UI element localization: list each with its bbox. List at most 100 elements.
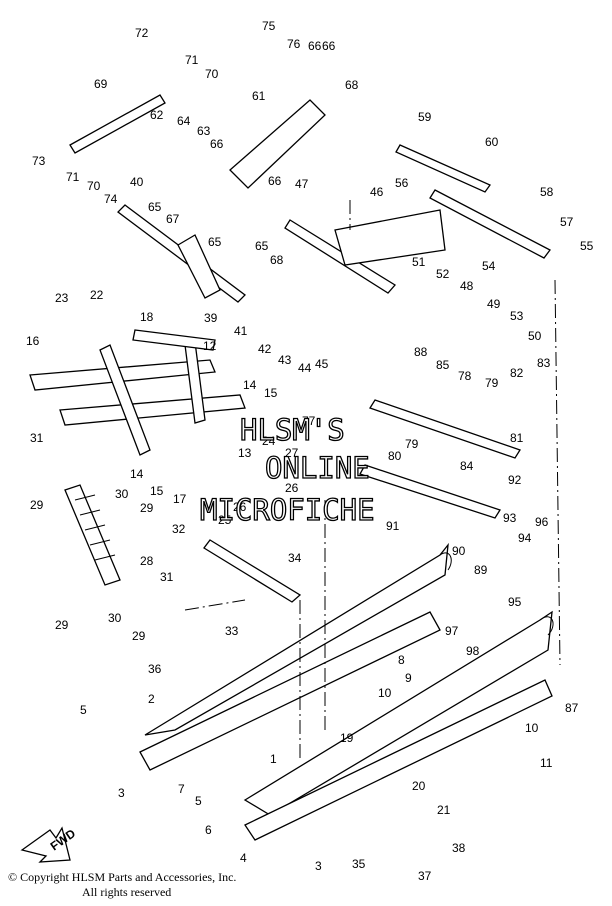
callout-number: 79 [485, 376, 499, 390]
callout-number: 58 [540, 185, 554, 199]
callout-number: 8 [398, 653, 405, 667]
callout-number: 82 [510, 366, 524, 380]
callout-number: 5 [195, 794, 202, 808]
callout-number: 68 [270, 253, 284, 267]
callout-number: 53 [510, 309, 524, 323]
callout-number: 72 [135, 26, 149, 40]
fwd-arrow [20, 826, 71, 863]
callout-number: 31 [160, 570, 174, 584]
callout-number: 60 [485, 135, 499, 149]
callout-number: 29 [140, 501, 154, 515]
callout-number: 39 [204, 311, 218, 325]
callout-number: 14 [243, 378, 257, 392]
callout-number: 17 [173, 492, 187, 506]
callout-number: 79 [405, 437, 419, 451]
callout-number: 28 [140, 554, 154, 568]
callout-number: 38 [452, 841, 466, 855]
callout-numbers: 1233455678910101112131414151516171819202… [26, 19, 594, 883]
callout-number: 63 [197, 124, 211, 138]
callout-number: 65 [148, 200, 162, 214]
leader-lines [184, 200, 561, 760]
callout-number: 33 [225, 624, 239, 638]
shafts [69, 94, 521, 603]
callout-number: 92 [508, 473, 522, 487]
callout-number: 66 [322, 39, 336, 53]
callout-number: 71 [185, 53, 199, 67]
callout-number: 68 [345, 78, 359, 92]
callout-number: 21 [437, 803, 451, 817]
front-arm [117, 144, 551, 303]
callout-number: 34 [288, 551, 302, 565]
callout-number: 43 [278, 353, 292, 367]
callout-number: 91 [386, 519, 400, 533]
callout-number: 30 [115, 487, 129, 501]
callout-number: 15 [264, 386, 278, 400]
callout-number: 15 [150, 484, 164, 498]
callout-number: 66 [268, 174, 282, 188]
watermark-line-1: HLSM'S [240, 413, 345, 447]
callout-number: 11 [540, 756, 553, 770]
callout-number: 3 [118, 786, 125, 800]
watermark-line-2: ONLINE [265, 451, 370, 485]
callout-number: 94 [518, 531, 532, 545]
callout-number: 90 [452, 544, 466, 558]
callout-number: 41 [234, 324, 248, 338]
callout-number: 83 [537, 356, 551, 370]
callout-number: 76 [287, 37, 301, 51]
rear-arm [29, 329, 246, 456]
copyright: © Copyright HLSM Parts and Accessories, … [8, 870, 236, 900]
callout-number: 14 [130, 467, 144, 481]
callout-number: 2 [148, 692, 155, 706]
callout-number: 87 [565, 701, 579, 715]
callout-number: 13 [238, 446, 252, 460]
callout-number: 78 [458, 369, 472, 383]
callout-number: 66 [210, 137, 224, 151]
callout-number: 65 [255, 239, 269, 253]
callout-number: 62 [150, 108, 164, 122]
callout-number: 52 [436, 267, 450, 281]
callout-number: 77 [302, 414, 316, 428]
callout-number: 67 [166, 212, 180, 226]
callout-number: 7 [178, 782, 185, 796]
copyright-line-1: © Copyright HLSM Parts and Accessories, … [8, 870, 237, 884]
callout-number: 93 [503, 511, 517, 525]
callout-number: 57 [560, 215, 574, 229]
skis-rails [139, 542, 554, 841]
callout-number: 18 [140, 310, 154, 324]
callout-number: 32 [172, 522, 186, 536]
callout-number: 4 [240, 851, 247, 865]
callout-number: 95 [508, 595, 522, 609]
callout-number: 10 [378, 686, 392, 700]
callout-number: 16 [26, 334, 40, 348]
callout-number: 66 [308, 39, 322, 53]
callout-number: 84 [460, 459, 474, 473]
callout-number: 75 [262, 19, 276, 33]
callout-number: 73 [32, 154, 46, 168]
callout-number: 40 [130, 175, 144, 189]
callout-number: 70 [87, 179, 101, 193]
callout-number: 1 [270, 752, 277, 766]
callout-number: 89 [474, 563, 488, 577]
callout-number: 47 [295, 177, 309, 191]
shock-absorbers [64, 99, 326, 586]
callout-number: 29 [132, 629, 146, 643]
callout-number: 54 [482, 259, 496, 273]
copyright-line-2: All rights reserved [82, 885, 172, 899]
callout-number: 30 [108, 611, 122, 625]
callout-number: 55 [580, 239, 594, 253]
callout-number: 19 [340, 731, 354, 745]
callout-number: 37 [418, 869, 432, 883]
callout-number: 35 [352, 857, 366, 871]
callout-number: 10 [525, 721, 539, 735]
callout-number: 56 [395, 176, 409, 190]
callout-number: 96 [535, 515, 549, 529]
callout-number: 24 [262, 434, 276, 448]
callout-number: 42 [258, 342, 272, 356]
callout-number: 3 [315, 859, 322, 873]
callout-number: 22 [90, 288, 104, 302]
callout-number: 26 [285, 481, 299, 495]
callout-number: 20 [412, 779, 426, 793]
callout-number: 98 [466, 644, 480, 658]
callout-number: 70 [205, 67, 219, 81]
